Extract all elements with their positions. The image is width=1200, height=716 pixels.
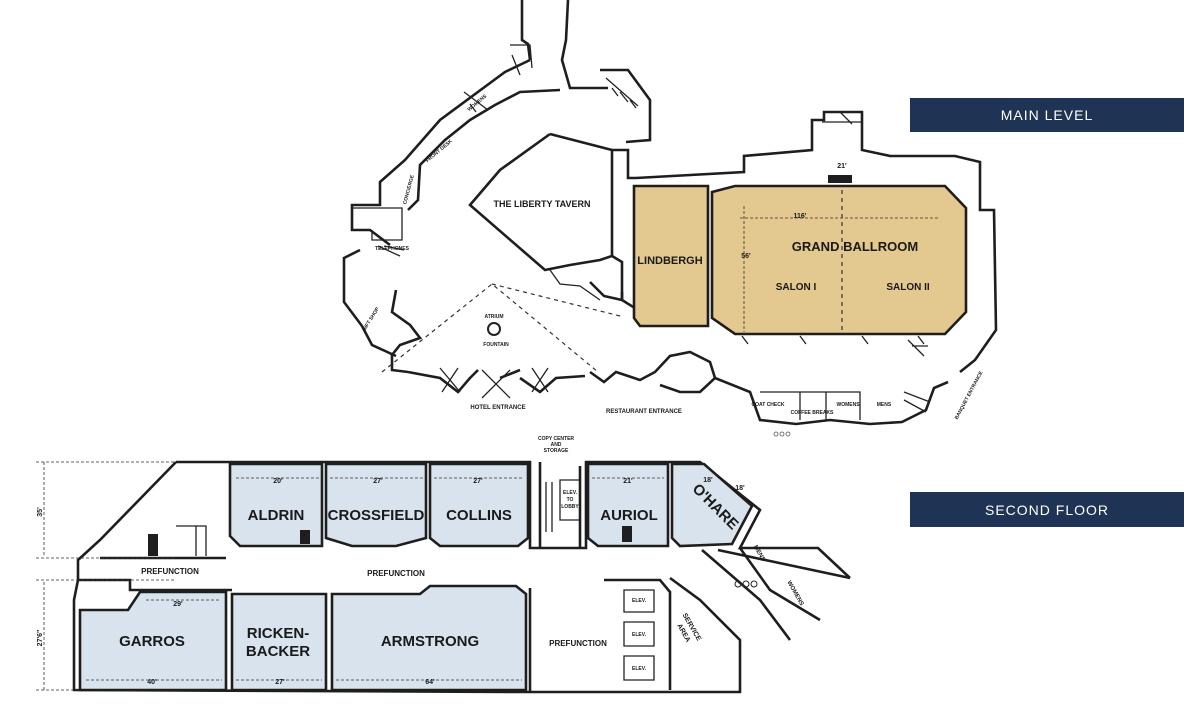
ohare-dim-b: 18': [735, 485, 745, 492]
grand-ballroom-label: GRAND BALLROOM: [792, 239, 918, 254]
hotel-entrance-label: HOTEL ENTRANCE: [470, 405, 525, 411]
auriol-dim: 21': [623, 478, 633, 485]
armstrong-dim: 64': [425, 679, 435, 686]
ballroom-width-dim: 116': [794, 213, 807, 220]
ohare-room: [670, 462, 754, 548]
height-top-dim: 35': [37, 507, 44, 517]
copy-center-label-3: STORAGE: [544, 448, 569, 454]
auriol-room: [586, 462, 670, 548]
elevator-label-3: ELEV.: [632, 666, 647, 672]
height-bottom-dim: 27'6": [37, 630, 44, 647]
prefunction-right-label: PREFUNCTION: [549, 639, 607, 648]
elev-to-lobby-label-2: TO: [567, 497, 574, 503]
garros-label: GARROS: [119, 633, 185, 650]
aldrin-room: [228, 462, 324, 548]
armstrong-room: [330, 584, 528, 692]
womens-main-bottom-label: WOMENS: [836, 402, 860, 408]
crossfield-dim: 27': [373, 478, 383, 485]
coat-check-label: COAT CHECK: [752, 402, 785, 408]
rickenbacker-room: [230, 592, 328, 692]
front-desk-label: FRONT DESK: [425, 138, 454, 164]
prefunction-center-label: PREFUNCTION: [367, 569, 425, 578]
fountain-label: FOUNTAIN: [483, 342, 509, 348]
elevator-label-1: ELEV.: [632, 598, 647, 604]
collins-room: [428, 462, 530, 548]
second-floor-banner: SECOND FLOOR: [910, 492, 1184, 527]
main-level-label: MAIN LEVEL: [1000, 107, 1094, 123]
salon-2-label: SALON II: [886, 282, 930, 293]
crossfield-room: [324, 462, 428, 548]
lindbergh-label: LINDBERGH: [637, 255, 702, 267]
elev-to-lobby-label-3: LOBBY: [561, 504, 579, 510]
copy-center-label-2: AND: [551, 442, 562, 448]
rickenbacker-label-1: RICKEN-: [247, 625, 310, 642]
collins-dim: 27': [473, 478, 483, 485]
mens-main-label: MENS: [877, 402, 892, 408]
second-floor-label: SECOND FLOOR: [984, 501, 1109, 518]
gift-shop-label: GIFT SHOP: [361, 306, 381, 333]
womens-second-label: WOMENS: [785, 580, 804, 607]
telephones-label: TELEPHONES: [375, 246, 410, 252]
elevator-label-2: ELEV.: [632, 632, 647, 638]
ohare-dim-a: 18': [703, 477, 713, 484]
banquet-entrance-label: BANQUET ENTRANCE: [954, 370, 985, 421]
armstrong-label: ARMSTRONG: [381, 633, 479, 650]
garros-room: [78, 590, 228, 692]
stage-width-dim: 21': [837, 163, 847, 170]
lindbergh-room: [632, 184, 710, 328]
prefunction-left-label: PREFUNCTION: [141, 567, 199, 576]
main-level-plan: 116' 56' 21' THE LIBERTY TAVERN LINDBERG…: [342, 0, 998, 437]
aldrin-label: ALDRIN: [248, 507, 305, 524]
liberty-tavern-label: THE LIBERTY TAVERN: [493, 199, 590, 209]
aldrin-dim: 20': [273, 478, 283, 485]
rickenbacker-label-2: BACKER: [246, 643, 310, 660]
grand-ballroom-room: [710, 184, 968, 336]
auriol-label: AURIOL: [600, 507, 658, 524]
ballroom-height-dim: 56': [741, 253, 751, 260]
salon-1-label: SALON I: [776, 282, 817, 293]
atrium-label: ATRIUM: [484, 314, 503, 320]
copy-center-label-1: COPY CENTER: [538, 436, 574, 442]
collins-label: COLLINS: [446, 507, 512, 524]
concierge-label: CONCIERGE: [402, 174, 416, 205]
garros-top-dim: 29': [173, 601, 183, 608]
second-floor-plan: ALDRIN CROSSFIELD COLLINS AURIOL O'HARE …: [36, 436, 851, 694]
coffee-breaks-label: COFFEE BREAKS: [791, 410, 834, 416]
rickenbacker-dim: 27': [275, 679, 285, 686]
restaurant-entrance-label: RESTAURANT ENTRANCE: [606, 409, 682, 415]
garros-bottom-dim: 40': [147, 679, 157, 686]
crossfield-label: CROSSFIELD: [328, 507, 425, 524]
elev-to-lobby-label-1: ELEV.: [563, 490, 578, 496]
main-level-banner: MAIN LEVEL: [910, 98, 1184, 132]
